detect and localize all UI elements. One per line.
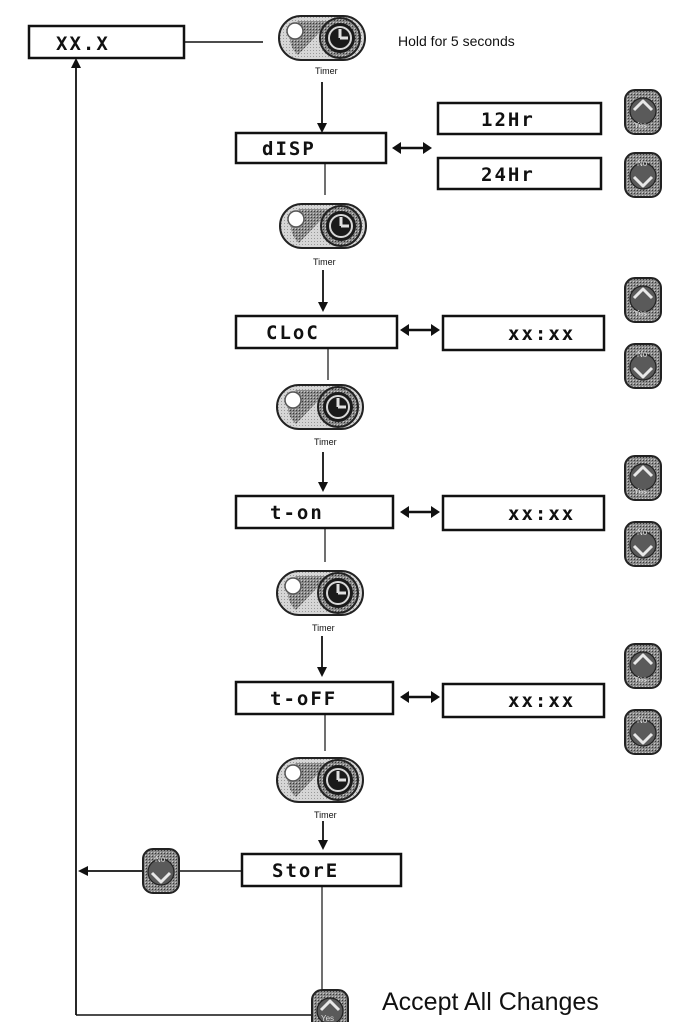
timer-label: Timer — [315, 66, 338, 76]
no-button[interactable]: No — [623, 151, 663, 199]
timer-icon — [275, 383, 365, 431]
hold-instruction: Hold for 5 seconds — [398, 33, 515, 49]
timer-button[interactable]: Timer — [277, 14, 367, 76]
no-label: No — [637, 528, 648, 537]
option-24hr-text: 24Hr — [481, 164, 535, 186]
double-arrow-icon — [390, 140, 434, 156]
timer-button[interactable]: Timer — [275, 383, 365, 447]
no-button[interactable]: No — [623, 708, 663, 756]
menu-cloc-label: CLoC — [266, 322, 320, 344]
timer-icon — [277, 14, 367, 62]
start-display: XX.X — [27, 24, 186, 60]
yes-button[interactable]: Yes — [623, 454, 663, 502]
timer-icon — [275, 756, 365, 804]
menu-store-label: StorE — [272, 860, 339, 882]
timer-label: Timer — [313, 257, 336, 267]
timer-label: Timer — [312, 623, 335, 633]
no-button[interactable]: No — [141, 847, 181, 895]
t-on-value-display: xx:xx — [441, 494, 606, 532]
t-on-value: xx:xx — [508, 503, 575, 525]
menu-store: StorE — [240, 852, 403, 888]
menu-t-off-label: t-oFF — [270, 688, 337, 710]
yes-button[interactable]: Yes — [623, 642, 663, 690]
menu-disp-label: dISP — [262, 138, 316, 160]
t-off-value-display: xx:xx — [441, 682, 606, 719]
double-arrow-icon — [398, 504, 442, 520]
start-display-text: XX.X — [56, 33, 110, 55]
no-button[interactable]: No — [623, 520, 663, 568]
yes-label: Yes — [634, 121, 647, 130]
yes-button[interactable]: Yes — [623, 88, 663, 136]
timer-button[interactable]: Timer — [278, 202, 368, 267]
menu-disp: dISP — [234, 131, 388, 165]
double-arrow-icon — [398, 322, 442, 338]
timer-button[interactable]: Timer — [275, 756, 365, 820]
timer-label: Timer — [314, 437, 337, 447]
cloc-value: xx:xx — [508, 323, 575, 345]
no-label: No — [637, 350, 648, 359]
yes-label: Yes — [634, 675, 647, 684]
no-button[interactable]: No — [623, 342, 663, 390]
yes-button[interactable]: Yes — [623, 276, 663, 324]
yes-label: Yes — [321, 1014, 334, 1022]
option-24hr: 24Hr — [436, 156, 603, 191]
yes-button[interactable]: Yes — [310, 988, 350, 1022]
menu-t-on: t-on — [234, 494, 395, 530]
no-label: No — [637, 716, 648, 725]
menu-t-on-label: t-on — [270, 502, 324, 524]
menu-t-off: t-oFF — [234, 680, 395, 716]
cloc-value-display: xx:xx — [441, 314, 606, 352]
timer-label: Timer — [314, 810, 337, 820]
timer-icon — [275, 569, 365, 617]
no-label: No — [637, 159, 648, 168]
double-arrow-icon — [398, 689, 442, 705]
yes-label: Yes — [634, 487, 647, 496]
timer-button[interactable]: Timer — [275, 569, 365, 633]
menu-cloc: CLoC — [234, 314, 399, 350]
timer-icon — [278, 202, 368, 250]
t-off-value: xx:xx — [508, 690, 575, 712]
yes-label: Yes — [634, 309, 647, 318]
no-label: No — [155, 855, 166, 864]
accept-all-changes: Accept All Changes — [382, 988, 599, 1016]
option-12hr-text: 12Hr — [481, 109, 535, 131]
option-12hr: 12Hr — [436, 101, 603, 136]
